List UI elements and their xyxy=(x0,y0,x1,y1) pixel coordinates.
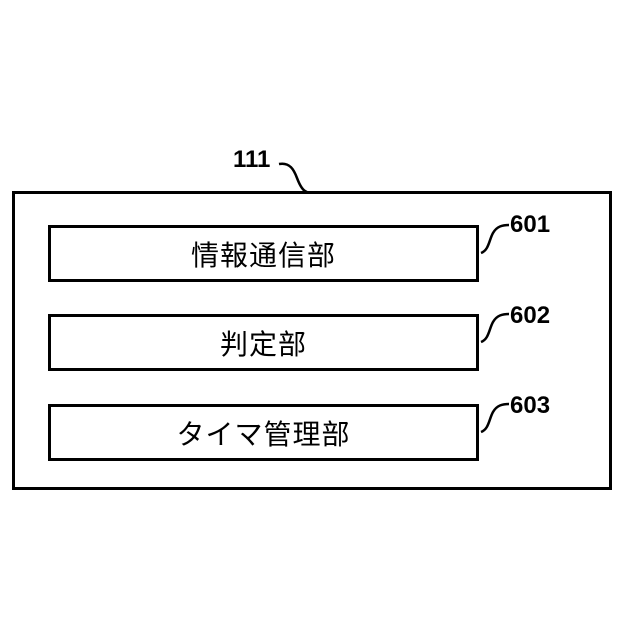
unit-label-timer-management: タイマ管理部 xyxy=(176,413,350,453)
unit-box-information-communication: 情報通信部 xyxy=(48,225,479,282)
unit-ref-label-603: 603 xyxy=(510,394,550,418)
unit-box-timer-management: タイマ管理部 xyxy=(48,404,479,461)
unit-box-determination: 判定部 xyxy=(48,314,479,371)
container-ref-label: 111 xyxy=(233,148,270,172)
unit-label-determination: 判定部 xyxy=(220,323,307,363)
leader-line-111 xyxy=(279,164,307,192)
unit-ref-label-601: 601 xyxy=(510,213,550,237)
unit-ref-label-602: 602 xyxy=(510,304,550,328)
unit-label-information-communication: 情報通信部 xyxy=(191,234,336,274)
